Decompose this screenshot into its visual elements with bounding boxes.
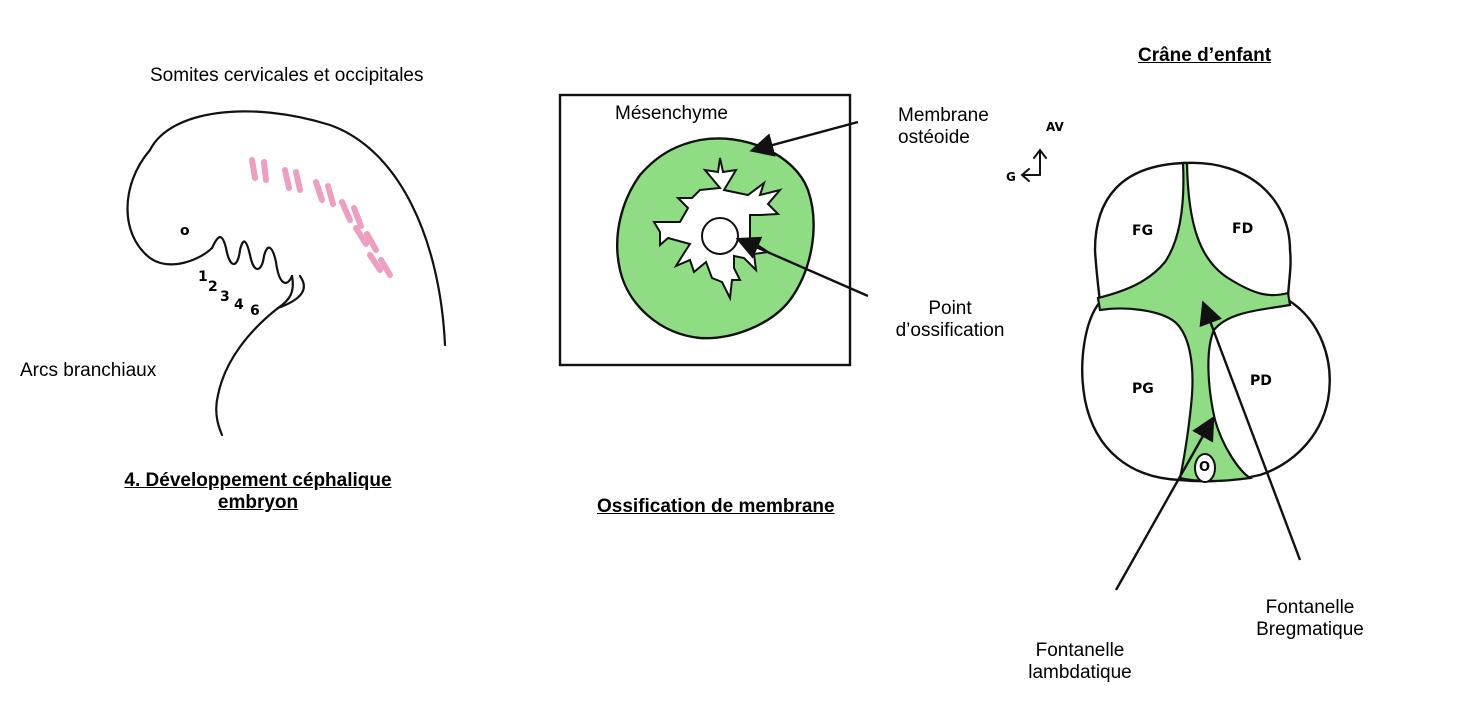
embryo-drawing xyxy=(126,110,447,437)
arch-number: 6 xyxy=(250,303,260,319)
somite xyxy=(261,159,269,183)
embryo-eye-mark: o xyxy=(180,223,190,239)
branchial-arches xyxy=(210,236,294,285)
embryo-title-line2: embryon xyxy=(217,492,299,513)
lambda-label-line1: Fontanelle xyxy=(1035,640,1125,661)
somites-label: Somites cervicales et occipitales xyxy=(150,65,424,86)
arch-number: 1 xyxy=(198,269,208,285)
arch-number: 3 xyxy=(220,289,230,305)
bregma-fontanelle-label: Fontanelle Bregmatique xyxy=(1230,597,1390,641)
axis-left-arrow xyxy=(1020,168,1041,182)
embryo-heart-curve xyxy=(276,274,305,310)
fontanelle-green xyxy=(1096,161,1292,483)
somite xyxy=(293,169,303,193)
point-label-line2: d’ossification xyxy=(895,320,1005,341)
ossification-point-label: Point d’ossification xyxy=(870,298,1030,342)
skull-title: Crâne d’enfant xyxy=(1138,45,1272,66)
somite xyxy=(351,205,364,229)
somite xyxy=(282,167,292,191)
somites xyxy=(249,157,393,278)
arch-number: 4 xyxy=(234,297,244,313)
bregma-label-line2: Bregmatique xyxy=(1256,619,1364,640)
point-pointer-arrow xyxy=(735,236,869,298)
embryo-title-line1: 4. Développement céphalique xyxy=(124,470,392,491)
ossification-title: Ossification de membrane xyxy=(597,496,835,517)
somite xyxy=(364,231,379,253)
occipital-bone xyxy=(1194,453,1216,483)
bone-frontal-right: FD xyxy=(1232,221,1254,237)
somite xyxy=(325,183,336,207)
bregma-label-line1: Fontanelle xyxy=(1265,597,1355,618)
axis-av-label: AV xyxy=(1046,120,1064,134)
somite xyxy=(367,252,383,273)
membrane-label-line2: ostéoide xyxy=(898,127,970,148)
orientation-axes xyxy=(1020,148,1047,182)
ossification-point xyxy=(701,217,739,255)
arch-number: 2 xyxy=(208,279,218,295)
skull-drawing xyxy=(1020,148,1331,591)
somite xyxy=(353,225,369,247)
axis-g-label: G xyxy=(1006,170,1016,184)
embryo-title: 4. Développement céphalique embryon xyxy=(118,470,398,514)
somite xyxy=(378,257,393,278)
mesenchyme-label: Mésenchyme xyxy=(615,103,728,124)
bone-occipital: O xyxy=(1199,460,1211,475)
bone-parietal-right: PD xyxy=(1250,373,1272,389)
somite xyxy=(339,199,353,223)
membrane-pointer-arrow xyxy=(749,120,859,157)
somite xyxy=(249,157,258,181)
embryo-head-outline xyxy=(126,148,214,266)
somite xyxy=(313,179,325,203)
point-label-line1: Point xyxy=(928,298,972,319)
axis-forward-arrow xyxy=(1033,148,1047,176)
bregma-pointer-arrow xyxy=(1199,300,1302,561)
lambda-pointer-arrow xyxy=(1114,415,1215,591)
lambda-fontanelle-label: Fontanelle lambdatique xyxy=(1000,640,1160,684)
membrane-label: Membrane ostéoide xyxy=(898,105,989,149)
branchial-arches-label: Arcs branchiaux xyxy=(20,360,157,381)
mesenchyme-box xyxy=(558,93,852,367)
lambda-label-line2: lambdatique xyxy=(1028,662,1132,683)
embryo-body-outline xyxy=(148,110,447,347)
ossification-drawing xyxy=(558,93,869,367)
bone-frontal-left: FG xyxy=(1132,223,1154,239)
bone-parietal-left: PG xyxy=(1132,381,1154,397)
embryo-lower-outline xyxy=(215,274,294,437)
membrane-label-line1: Membrane xyxy=(898,105,989,126)
